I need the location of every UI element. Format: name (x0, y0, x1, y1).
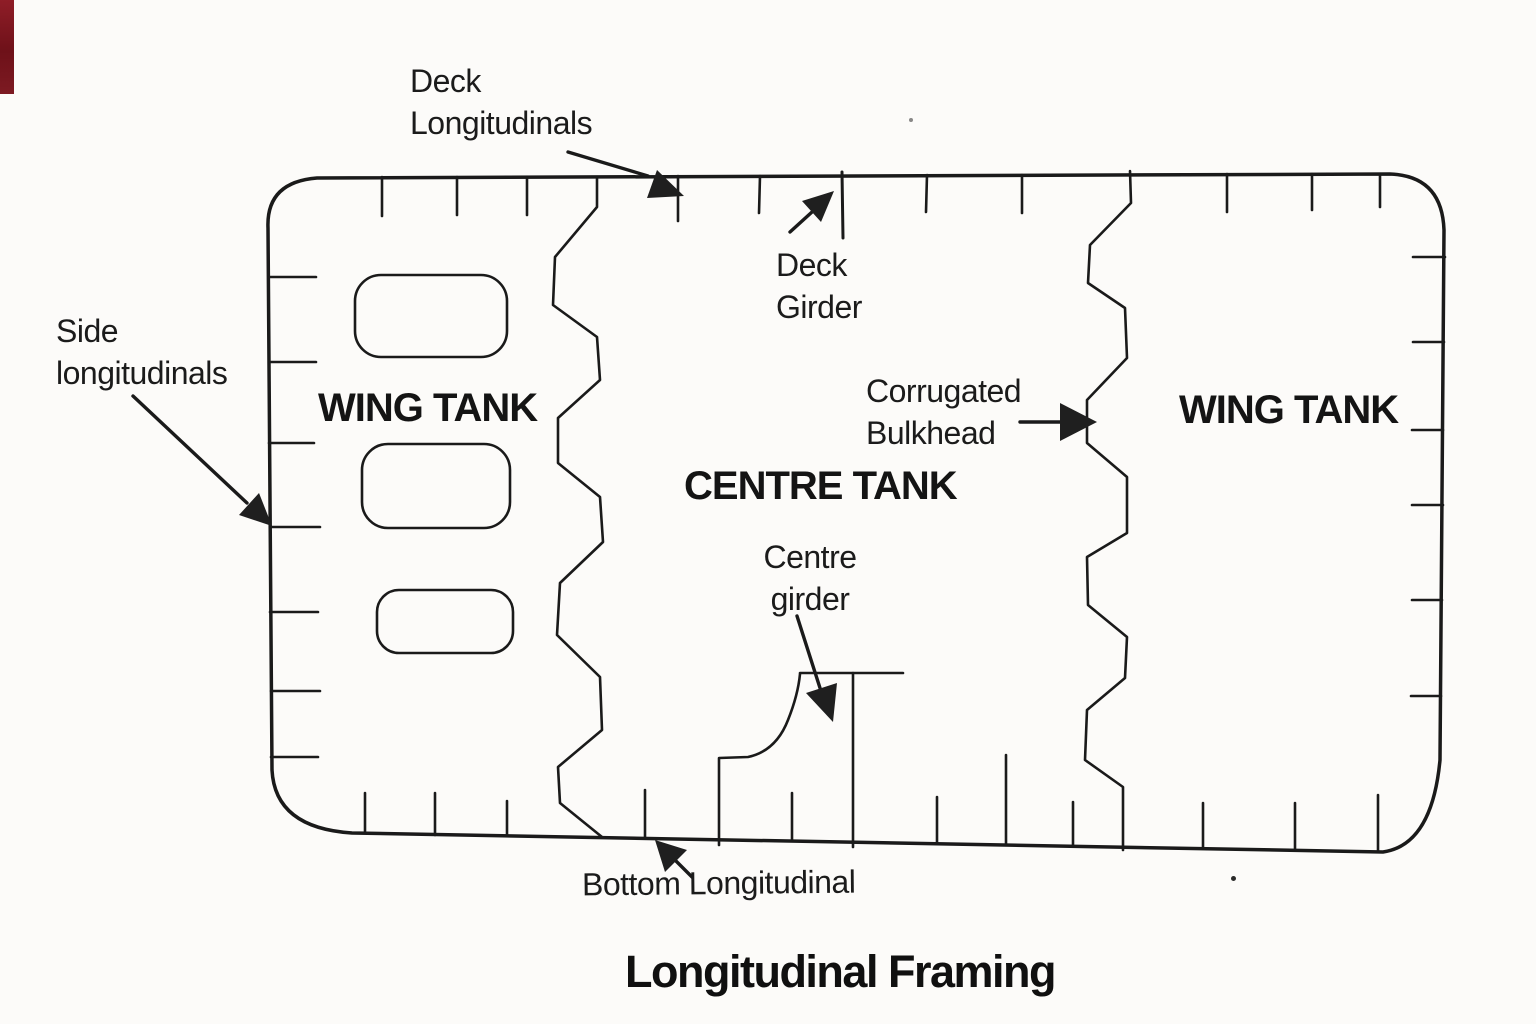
scan-speck (1231, 876, 1236, 881)
hull-outline (266, 172, 1446, 854)
lightening-hole (353, 273, 509, 359)
label-side-longitudinals: Side longitudinals (56, 313, 228, 391)
arrowhead (647, 170, 684, 198)
bottom-longitudinal-ticks (363, 753, 1380, 854)
lightening-hole (360, 442, 512, 530)
annotation-arrows (131, 150, 1064, 879)
deck-longitudinals-arrow (566, 150, 650, 178)
annotation-arrowheads (239, 170, 1097, 872)
scan-speck (909, 118, 913, 122)
label-centre-girder: Centre girder (763, 539, 857, 617)
side-longitudinal-ticks-left (267, 275, 322, 759)
wing-tank-lightening-holes (353, 273, 515, 655)
arrowhead (802, 191, 834, 222)
deck-longitudinal-ticks (380, 172, 1382, 223)
label-wing-tank-left: WING TANK (318, 386, 538, 430)
arrowhead (1060, 403, 1097, 441)
scan-edge-artifact (0, 0, 14, 94)
deck-tick (924, 173, 929, 214)
corrugated-bulkhead-right (1083, 169, 1133, 852)
deck-girder-line (840, 170, 845, 240)
label-deck-girder: Deck Girder (776, 247, 862, 325)
arrowhead (655, 840, 687, 872)
label-corrugated-bulkhead: Corrugated Bulkhead (866, 373, 1022, 451)
arrowhead (806, 683, 837, 722)
side-longitudinals-arrow (131, 394, 249, 505)
diagram-title: Longitudinal Framing (625, 946, 1056, 997)
label-deck-longitudinals: Deck Longitudinals (410, 63, 593, 141)
label-bottom-longitudinal: Bottom Longitudinal (581, 863, 856, 903)
label-wing-tank-right: WING TANK (1179, 388, 1399, 432)
arrowhead (239, 493, 272, 526)
lightening-hole (375, 588, 515, 655)
centre-girder-arrow (795, 614, 822, 690)
corrugated-bulkhead-left (551, 175, 605, 839)
deck-girder-arrow (788, 210, 814, 234)
label-centre-tank: CENTRE TANK (684, 464, 958, 508)
centre-girder-assembly (717, 671, 905, 849)
side-longitudinal-ticks-right (1409, 255, 1447, 698)
deck-tick (757, 174, 762, 215)
centre-girder-bracket (717, 672, 802, 847)
